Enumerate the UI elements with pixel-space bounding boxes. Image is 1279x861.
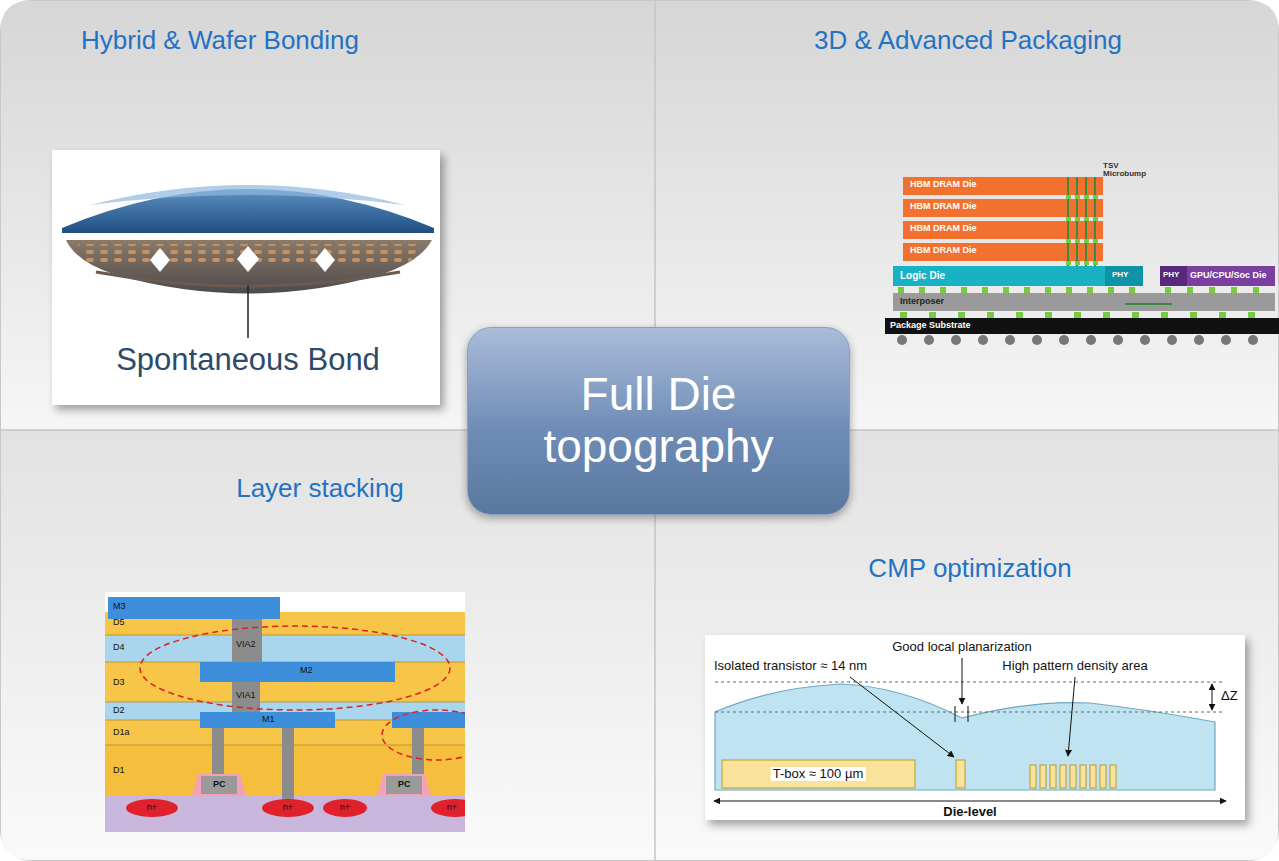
quadrant-heading: Hybrid & Wafer Bonding <box>20 26 420 56</box>
die-label: HBM DRAM Die <box>910 246 977 256</box>
die-label: HBM DRAM Die <box>910 180 977 190</box>
layer-label: M3 <box>113 602 126 612</box>
layer-label: D3 <box>113 678 125 688</box>
callout-text: Good local planarization <box>890 640 1033 654</box>
gate-label: PC <box>398 780 411 790</box>
dimension-label: Die-level <box>941 805 998 819</box>
center-box: Full Die topography <box>467 327 850 515</box>
callout-text: Isolated transistor ≈ 14 nm <box>712 659 869 673</box>
dimension-label: ΔZ <box>1219 689 1240 703</box>
layer-label: D1 <box>113 766 125 776</box>
doping-label: n+ <box>147 803 157 813</box>
doping-label: n+ <box>447 803 457 813</box>
dimension-label: T-box ≈ 100 µm <box>771 767 866 781</box>
quadrant-heading: CMP optimization <box>720 554 1220 584</box>
metal-label: M2 <box>300 666 313 676</box>
phy-label: PHY <box>1163 271 1179 280</box>
tsv-label: TSV <box>1103 162 1119 171</box>
quadrant-heading: 3D & Advanced Packaging <box>718 26 1218 56</box>
doping-label: n+ <box>340 803 350 813</box>
doping-label: n+ <box>283 803 293 813</box>
interposer-label: Interposer <box>900 297 944 307</box>
quadrant-heading: Layer stacking <box>120 474 520 504</box>
via-label: VIA1 <box>236 691 256 701</box>
center-title: Full Die topography <box>468 369 849 472</box>
bond-label: Spontaneous Bond <box>116 343 380 377</box>
callout-text: High pattern density area <box>1000 659 1149 673</box>
layer-label: D1a <box>113 728 130 738</box>
die-label: HBM DRAM Die <box>910 224 977 234</box>
layer-label: D4 <box>113 643 125 653</box>
layer-label: D5 <box>113 618 125 628</box>
die-label: Logic Die <box>900 270 945 281</box>
bump-label: Microbump <box>1103 170 1146 179</box>
phy-label: PHY <box>1112 271 1128 280</box>
gate-label: PC <box>213 780 226 790</box>
via-label: VIA2 <box>236 640 256 650</box>
die-label: HBM DRAM Die <box>910 202 977 212</box>
die-label: GPU/CPU/Soc Die <box>1190 271 1267 281</box>
metal-label: M1 <box>262 715 275 725</box>
substrate-label: Package Substrate <box>890 321 971 331</box>
layer-label: D2 <box>113 706 125 716</box>
